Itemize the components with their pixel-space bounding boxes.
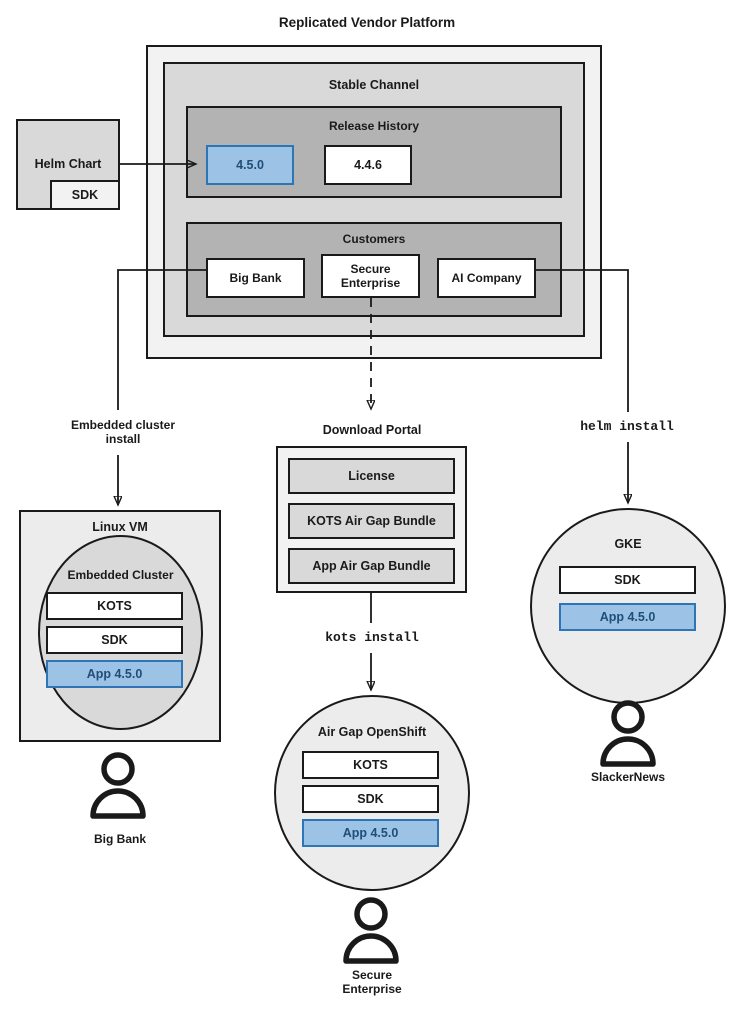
- customer-name-slackernews: SlackerNews: [590, 769, 666, 784]
- customer-name-secure-enterprise: Secure Enterprise: [342, 967, 402, 996]
- gke-component-app[interactable]: App 4.5.0: [559, 603, 696, 631]
- edge-label-kots-install: kots install: [325, 630, 419, 646]
- gke-label: GKE: [614, 536, 642, 551]
- download-portal-item-license[interactable]: License: [288, 458, 455, 494]
- person-icon-secure-enterprise: [343, 897, 399, 964]
- release-history-label: Release History: [328, 119, 420, 134]
- linux-vm-label: Linux VM: [92, 519, 148, 534]
- download-portal-item-app-air-gap-bundle[interactable]: App Air Gap Bundle: [288, 548, 455, 584]
- person-icon-slackernews: [600, 700, 656, 767]
- release-box-4-5-0[interactable]: 4.5.0: [206, 145, 294, 185]
- customer-name-big-bank: Big Bank: [93, 831, 146, 846]
- customer-box-big-bank[interactable]: Big Bank: [206, 258, 305, 298]
- helm-chart-sdk-box[interactable]: SDK: [50, 180, 120, 210]
- customers-label: Customers: [342, 231, 406, 246]
- customer-box-secure-enterprise[interactable]: Secure Enterprise: [321, 254, 420, 298]
- air-gap-component-kots[interactable]: KOTS: [302, 751, 439, 779]
- page-title: Replicated Vendor Platform: [278, 15, 456, 31]
- download-portal-label: Download Portal: [322, 422, 422, 437]
- embedded-cluster-label: Embedded Cluster: [67, 567, 174, 582]
- helm-chart-label: Helm Chart: [34, 156, 102, 171]
- gke-component-sdk[interactable]: SDK: [559, 566, 696, 594]
- customer-box-ai-company[interactable]: AI Company: [437, 258, 536, 298]
- stable-channel-label: Stable Channel: [328, 77, 420, 92]
- air-gap-component-app[interactable]: App 4.5.0: [302, 819, 439, 847]
- linux-vm-component-sdk[interactable]: SDK: [46, 626, 183, 654]
- edge-label-embedded-cluster-install: Embedded cluster install: [70, 417, 176, 446]
- release-box-4-4-6[interactable]: 4.4.6: [324, 145, 412, 185]
- person-icon-big-bank: [90, 752, 146, 819]
- download-portal-item-kots-air-gap-bundle[interactable]: KOTS Air Gap Bundle: [288, 503, 455, 539]
- linux-vm-component-app[interactable]: App 4.5.0: [46, 660, 183, 688]
- air-gap-component-sdk[interactable]: SDK: [302, 785, 439, 813]
- air-gap-openshift-label: Air Gap OpenShift: [317, 724, 427, 739]
- edge-label-helm-install: helm install: [580, 419, 674, 435]
- linux-vm-component-kots[interactable]: KOTS: [46, 592, 183, 620]
